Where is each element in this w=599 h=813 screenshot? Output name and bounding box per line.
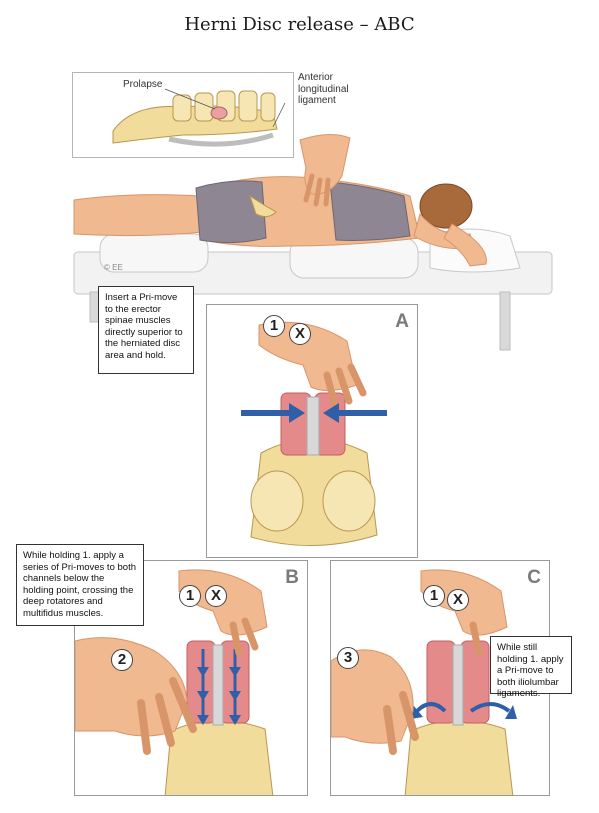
panel-a-badge-1: 1 — [263, 315, 285, 337]
panel-b-badge-1: 1 — [179, 585, 201, 607]
prolapse-label: Prolapse — [123, 79, 163, 90]
panel-a-badge-x: X — [289, 323, 311, 345]
spine-inset-illustration — [112, 88, 286, 147]
step1-note: Insert a Pri-move to the erector spinae … — [98, 286, 194, 374]
panel-a-illustration — [241, 321, 387, 546]
step2-note: While holding 1. apply a series of Pri-m… — [16, 544, 144, 626]
panel-a-letter: A — [395, 311, 409, 332]
panel-b-badge-x: X — [205, 585, 227, 607]
panel-c-badge-3: 3 — [337, 647, 359, 669]
spine-inset-panel: Prolapse — [72, 72, 294, 158]
ligament-label: Anterior longitudinal ligament — [298, 72, 349, 106]
panel-c-letter: C — [527, 567, 541, 588]
panel-c-badge-x: X — [447, 589, 469, 611]
panel-a: A 1 X — [206, 304, 418, 558]
page-title: Herni Disc release – ABC — [184, 14, 415, 35]
step3-note: While still holding 1. apply a Pri-move … — [490, 636, 572, 699]
panel-b-letter: B — [285, 567, 299, 588]
panel-c-badge-1: 1 — [423, 585, 445, 607]
panel-b-badge-2: 2 — [111, 649, 133, 671]
panel-c-illustration — [331, 569, 517, 795]
copyright-mark: © EE — [104, 263, 123, 272]
